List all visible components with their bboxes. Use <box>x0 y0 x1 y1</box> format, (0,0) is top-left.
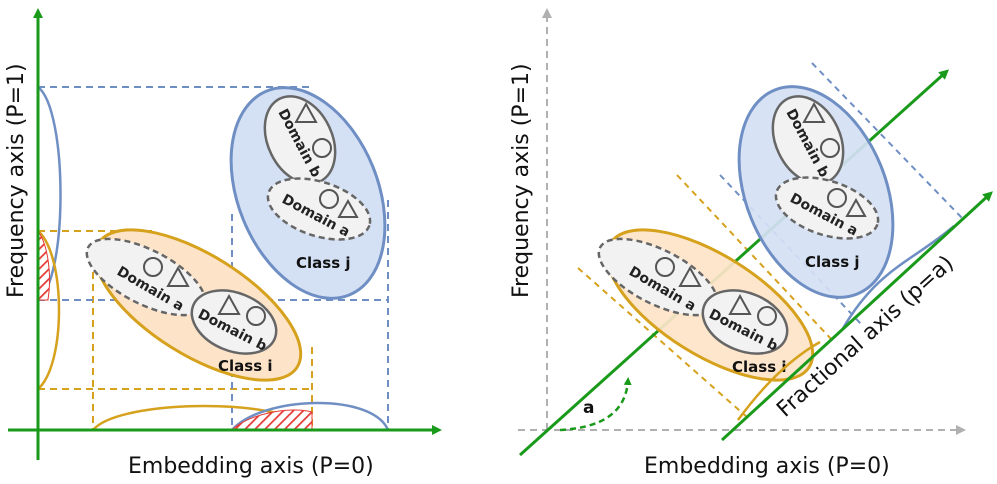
right-class-i-domain-b: Domain b <box>701 289 789 355</box>
right-class-j-cluster: Domain b Domain a Class j <box>737 85 895 299</box>
triangle-icon <box>802 101 826 123</box>
left-class-j-domain-b: Domain b <box>263 95 337 185</box>
class-label: Class i <box>732 358 787 376</box>
right-panel: Domain b Domain a Class j Domain a <box>509 8 993 479</box>
frequency-overlap-hatch <box>37 229 51 301</box>
triangle-icon <box>294 101 318 123</box>
angle-arc <box>559 377 632 432</box>
class-i-frequency-marginal <box>37 230 61 390</box>
class-i-fractional-marginal <box>736 340 821 421</box>
class-i-projection-lines <box>38 230 313 430</box>
circle-icon <box>246 306 266 326</box>
circle-icon <box>319 189 339 209</box>
class-j-embedding-marginal <box>231 401 390 431</box>
fractional-axis <box>720 191 993 442</box>
triangle-icon <box>217 293 241 315</box>
circle-icon <box>820 138 840 158</box>
circle-icon <box>143 257 163 277</box>
left-class-i-cluster: Domain a Domain b Class i <box>85 228 303 382</box>
circle-icon <box>312 138 332 158</box>
right-class-i-cluster: Domain a Domain b Class i <box>597 228 815 382</box>
triangle-icon <box>728 293 752 315</box>
right-y-axis-label: Frequency axis (P=1) <box>509 63 534 298</box>
left-class-j-cluster: Domain b Domain a Class j <box>229 86 387 300</box>
right-x-axis-label: Embedding axis (P=0) <box>644 454 890 479</box>
class-label: Class j <box>805 253 860 271</box>
class-j-fractional-marginal <box>840 225 955 331</box>
left-panel: Domain b Domain a Class j Domain a <box>4 8 442 479</box>
triangle-icon <box>845 197 867 217</box>
angle-label: a <box>583 398 594 418</box>
circle-icon <box>827 188 847 208</box>
left-x-axis-label: Embedding axis (P=0) <box>128 454 374 479</box>
triangle-icon <box>166 265 190 287</box>
triangle-icon <box>337 198 359 218</box>
circle-icon <box>655 257 675 277</box>
class-label: Class i <box>218 357 273 375</box>
circle-icon <box>757 306 777 326</box>
class-label: Class j <box>296 254 351 272</box>
embedding-overlap-hatch <box>230 409 313 431</box>
right-class-j-domain-b: Domain b <box>771 95 845 185</box>
left-y-axis-label: Frequency axis (P=1) <box>4 63 29 298</box>
triangle-icon <box>678 265 702 287</box>
